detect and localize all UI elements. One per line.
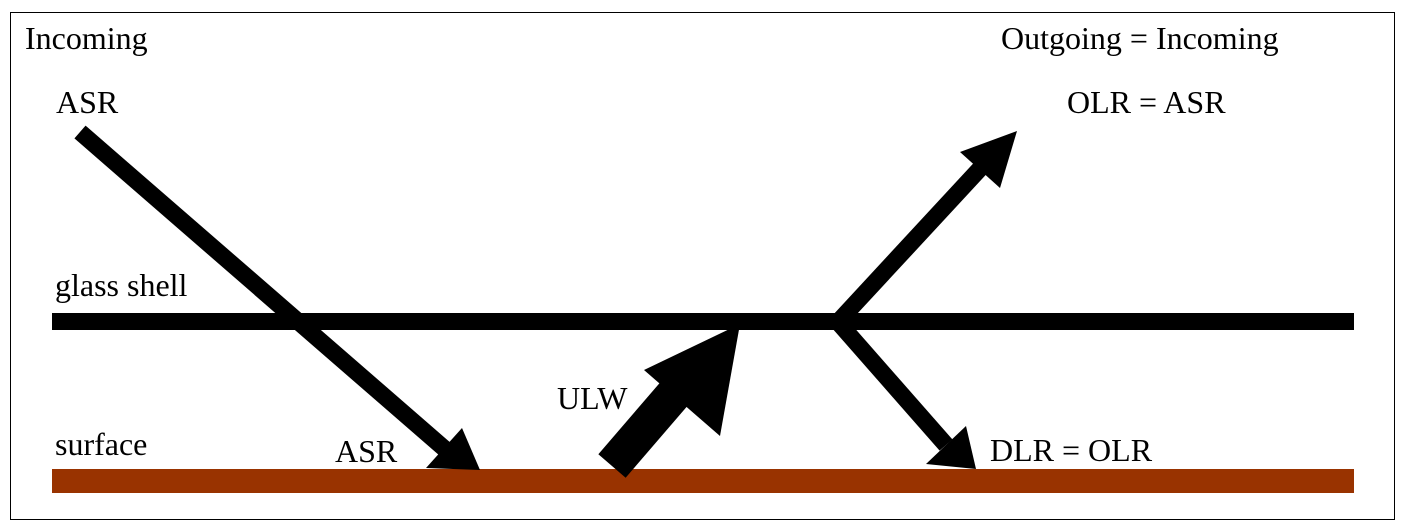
incoming-label: Incoming	[25, 20, 148, 56]
ulw-label: ULW	[557, 380, 628, 416]
dlr-equals-olr-label: DLR = OLR	[990, 432, 1153, 468]
olr-arrow-shaft	[831, 154, 995, 328]
outgoing-equals-incoming-label: Outgoing = Incoming	[1001, 20, 1279, 56]
asr-incoming-arrowhead	[426, 428, 480, 470]
glass-shell-bar	[52, 313, 1354, 330]
surface-bar	[52, 469, 1354, 493]
asr-top-label: ASR	[56, 84, 119, 120]
olr-equals-asr-label: OLR = ASR	[1067, 84, 1226, 120]
asr-incoming-arrow-shaft	[74, 125, 452, 457]
asr-surface-label: ASR	[335, 433, 398, 469]
ulw-arrowhead	[644, 324, 740, 436]
surface-label: surface	[55, 426, 148, 462]
glass-shell-label: glass shell	[55, 267, 188, 303]
dlr-arrowhead	[926, 426, 976, 469]
dlr-arrow-shaft	[831, 316, 953, 451]
olr-arrowhead	[960, 131, 1017, 188]
